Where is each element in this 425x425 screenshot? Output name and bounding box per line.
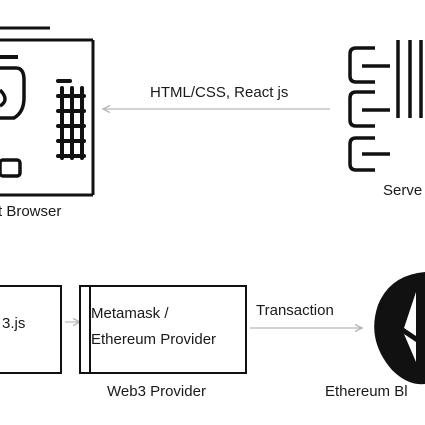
html-arrow-label: HTML/CSS, React js	[150, 84, 289, 101]
metamask-line2: Ethereum Provider	[91, 331, 217, 348]
web3-provider-label: Web3 Provider	[107, 383, 206, 400]
web3js-label: 3.js	[2, 315, 26, 332]
browser-text-lines	[56, 79, 86, 160]
web3js-box: 3.js	[0, 285, 62, 374]
transaction-label: Transaction	[256, 302, 334, 319]
metamask-line1: Metamask /	[91, 305, 169, 322]
metamask-inner-border	[89, 287, 91, 372]
user-avatar-icon	[0, 66, 26, 178]
server-stack-icon	[348, 40, 423, 172]
server-label: Serve	[383, 182, 423, 199]
browser-label: t Browser	[0, 203, 62, 220]
metamask-box: Metamask / Ethereum Provider	[79, 285, 247, 374]
ethereum-logo-icon	[374, 272, 425, 385]
ethereum-label: Ethereum Bl	[325, 383, 408, 400]
browser-window-icon	[0, 26, 95, 197]
